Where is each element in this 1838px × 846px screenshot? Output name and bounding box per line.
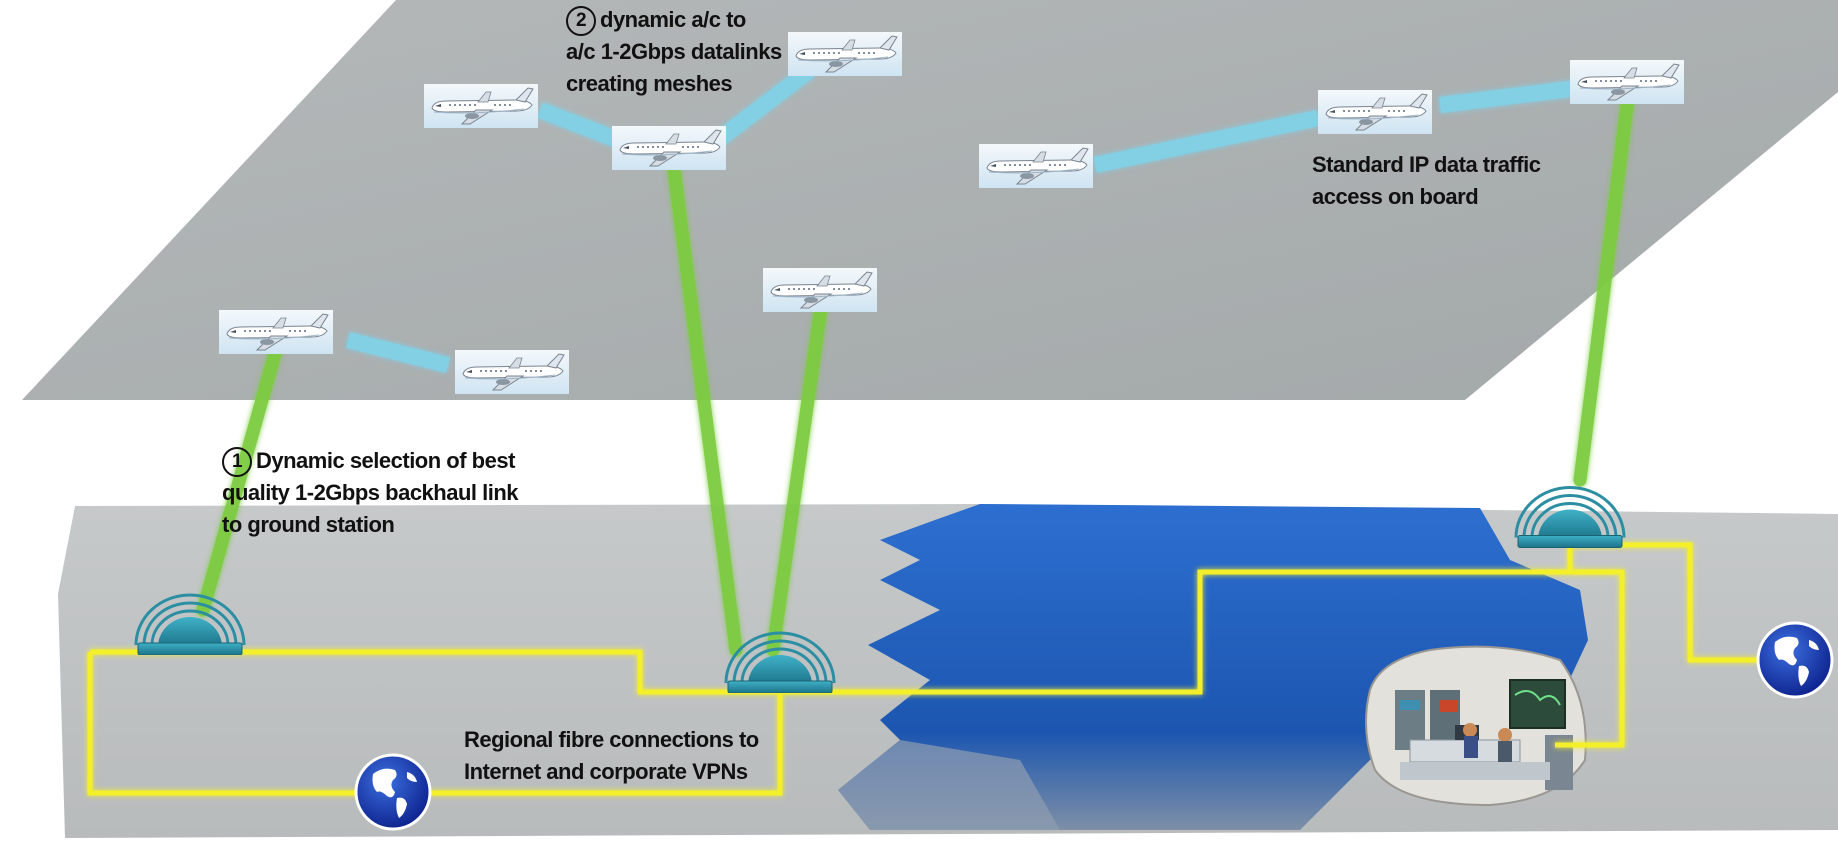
aircraft-icon [788,32,902,76]
datalinks-line-3: creating meshes [566,71,733,97]
datalinks-line-2: a/c 1-2Gbps datalinks [566,39,782,65]
globe-icon [354,753,432,831]
backhaul-line-1: Dynamic selection of best [256,448,515,473]
globe-icon [1756,621,1834,699]
annotation-fibre: Regional fibre connections to Internet a… [464,724,759,788]
aircraft-icon [455,350,569,394]
aircraft-icon [612,126,726,170]
mesh-links [346,63,1579,373]
backhaul-line-2: quality 1-2Gbps backhaul link [222,480,519,506]
backhaul-links [196,91,1635,657]
aircraft-icon [1570,60,1684,104]
ip-traffic-line-1: Standard IP data traffic [1312,152,1541,177]
fibre-lines [87,542,1770,796]
aircraft-icon [424,84,538,128]
shore-light [838,740,1060,830]
aircraft-icon [763,268,877,312]
step-number: 2 [566,6,596,37]
backhaul-line-3: to ground station [222,512,395,538]
control-room-icon [1365,645,1587,807]
fibre-line-1: Regional fibre connections to [464,727,759,752]
aircraft-icon [1318,90,1432,134]
ip-traffic-line-2: access on board [1312,184,1479,209]
step-number: 1 [222,447,252,478]
aircraft-icon [219,310,333,354]
fibre-line-2: Internet and corporate VPNs [464,759,748,784]
datalinks-line-1: dynamic a/c to [600,7,746,32]
aircraft-icon [979,144,1093,188]
annotation-ip-traffic: Standard IP data traffic access on board [1312,149,1541,213]
